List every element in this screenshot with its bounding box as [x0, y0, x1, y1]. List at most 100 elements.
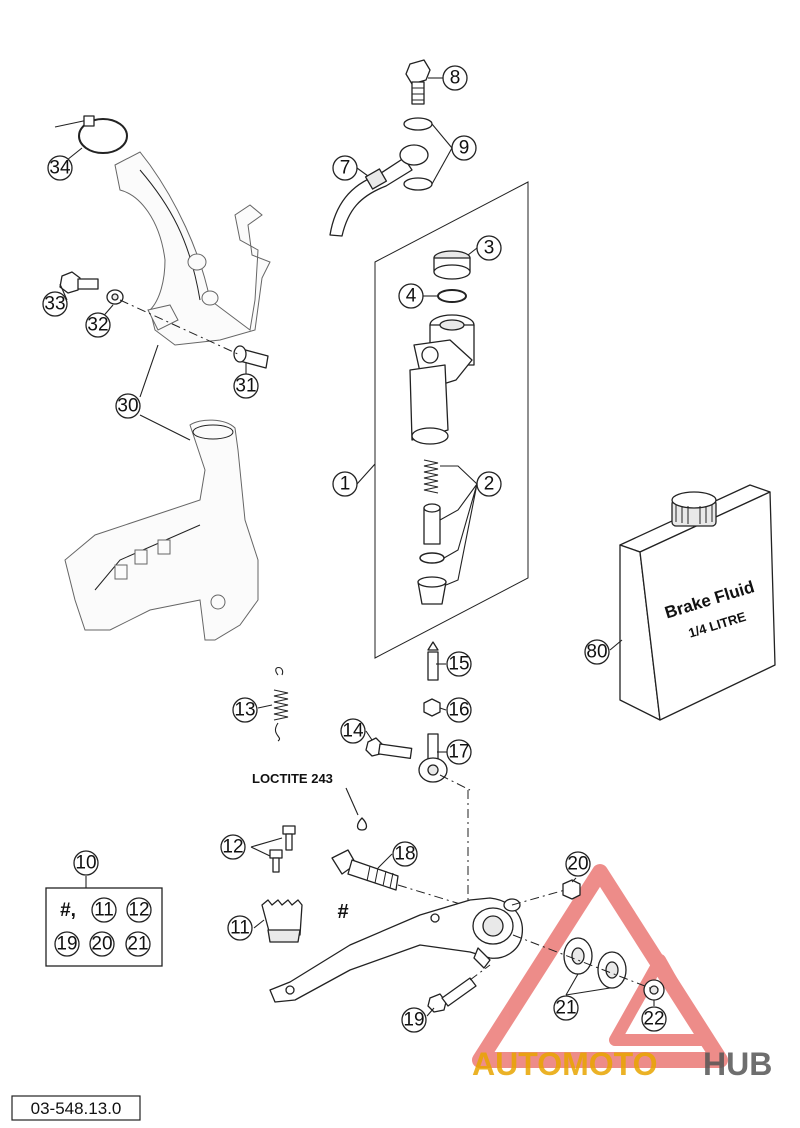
banjo-bolt [405, 59, 431, 105]
brake-fluid-can: Brake Fluid 1/4 LITRE [619, 484, 776, 721]
kit-item-11: 11 [91, 897, 117, 923]
svg-text:20: 20 [91, 934, 112, 955]
piston-cup [417, 576, 447, 605]
return-spring [273, 666, 289, 742]
callout-13: 13 [232, 697, 258, 723]
loctite-drop [345, 787, 368, 831]
kit-item-21: 21 [125, 931, 151, 957]
callout-7: 7 [332, 155, 358, 181]
callout-15: 15 [446, 651, 472, 677]
callout-3: 3 [476, 235, 502, 261]
frame-protector-lower [64, 419, 259, 641]
callout-2: 2 [476, 471, 502, 497]
svg-text:30: 30 [117, 396, 138, 417]
assembly-line-stop [469, 964, 491, 981]
svg-text:32: 32 [87, 315, 108, 336]
kit-item-19: 19 [54, 931, 80, 957]
drawing-number-box: 03-548.13.0 [11, 1095, 141, 1121]
callout-11: 11 [227, 915, 253, 941]
cable-tie [54, 115, 128, 154]
svg-text:80: 80 [586, 642, 607, 663]
callout-20: 20 [565, 851, 591, 877]
o-ring [437, 289, 467, 303]
adjusting-bolt [365, 737, 413, 760]
pivot-bolt [331, 849, 399, 891]
assembly-line-nut [511, 889, 566, 906]
kit-item-20: 20 [89, 931, 115, 957]
svg-text:31: 31 [235, 376, 256, 397]
master-cylinder-body [409, 314, 475, 445]
sealing-washer-top [403, 117, 433, 131]
callout-8: 8 [442, 65, 468, 91]
mounting-bolt [59, 271, 99, 294]
svg-text:17: 17 [448, 742, 469, 763]
svg-text:4: 4 [406, 286, 417, 307]
pedal-stop-bolt [427, 977, 477, 1013]
callout-30: 30 [115, 393, 141, 419]
watermark-text-part2: HUB [703, 1046, 772, 1082]
hex-nut [423, 698, 441, 717]
clevis-pushrod [418, 733, 448, 783]
piston [423, 503, 441, 545]
svg-text:10: 10 [75, 853, 96, 874]
svg-text:8: 8 [450, 68, 461, 89]
svg-text:34: 34 [49, 158, 71, 179]
callout-34: 34 [47, 155, 73, 181]
brake-pedal-arm [269, 897, 523, 1003]
callout-4: 4 [398, 283, 424, 309]
watermark-text-part1: AUTOMOTO [472, 1046, 657, 1082]
svg-text:11: 11 [94, 900, 114, 921]
mounting-bushing [233, 345, 269, 369]
callout-21: 21 [553, 995, 579, 1021]
svg-text:16: 16 [448, 700, 469, 721]
leader-lines [59, 77, 655, 1017]
assembly-line-guard [119, 299, 241, 356]
callout-22: 22 [641, 1006, 667, 1032]
svg-text:20: 20 [567, 854, 588, 875]
callout-18: 18 [392, 841, 418, 867]
assembly-line-bearings [512, 934, 651, 989]
callout-10: 10 [73, 850, 99, 876]
master-cylinder-frame [374, 181, 529, 659]
pedal-bushing [643, 979, 665, 1001]
reservoir-cap [433, 250, 471, 280]
sealing-washer-bottom [403, 177, 433, 191]
svg-text:3: 3 [484, 238, 495, 259]
svg-text:2: 2 [484, 474, 495, 495]
brake-pedal-step [261, 899, 303, 943]
svg-text:18: 18 [394, 844, 415, 865]
pedal-bearing-1 [563, 937, 593, 975]
callout-14: 14 [340, 718, 366, 744]
svg-text:21: 21 [555, 998, 576, 1019]
svg-text:7: 7 [340, 158, 351, 179]
piston-spring [423, 459, 439, 494]
callout-1: 1 [332, 471, 358, 497]
svg-text:12: 12 [222, 837, 243, 858]
svg-text:22: 22 [643, 1009, 664, 1030]
callout-16: 16 [446, 697, 472, 723]
watermark-text: AUTOMOTO HUB [472, 1046, 772, 1082]
svg-text:1: 1 [340, 474, 351, 495]
svg-text:15: 15 [448, 654, 469, 675]
drawing-number: 03-548.13.0 [31, 1099, 122, 1118]
frame-protector-upper [114, 151, 271, 346]
svg-text:33: 33 [44, 294, 65, 315]
callout-17: 17 [446, 739, 472, 765]
callout-32: 32 [85, 312, 111, 338]
kit-item-12: 12 [126, 897, 152, 923]
svg-text:12: 12 [128, 900, 149, 921]
piston-seal [419, 552, 445, 564]
svg-text:11: 11 [230, 918, 250, 939]
callout-31: 31 [233, 373, 259, 399]
callout-33: 33 [42, 291, 68, 317]
kit-box: 10 #, 11 12 19 20 21 [45, 850, 163, 967]
svg-text:21: 21 [127, 934, 148, 955]
kit-box-hash: #, [60, 900, 76, 921]
callout-19: 19 [401, 1007, 427, 1033]
bleeder-screw [427, 641, 439, 681]
watermark-logo [472, 864, 728, 1068]
pedal-nut [562, 879, 581, 900]
callout-12: 12 [220, 834, 246, 860]
pedal-bearing-2 [597, 951, 627, 989]
